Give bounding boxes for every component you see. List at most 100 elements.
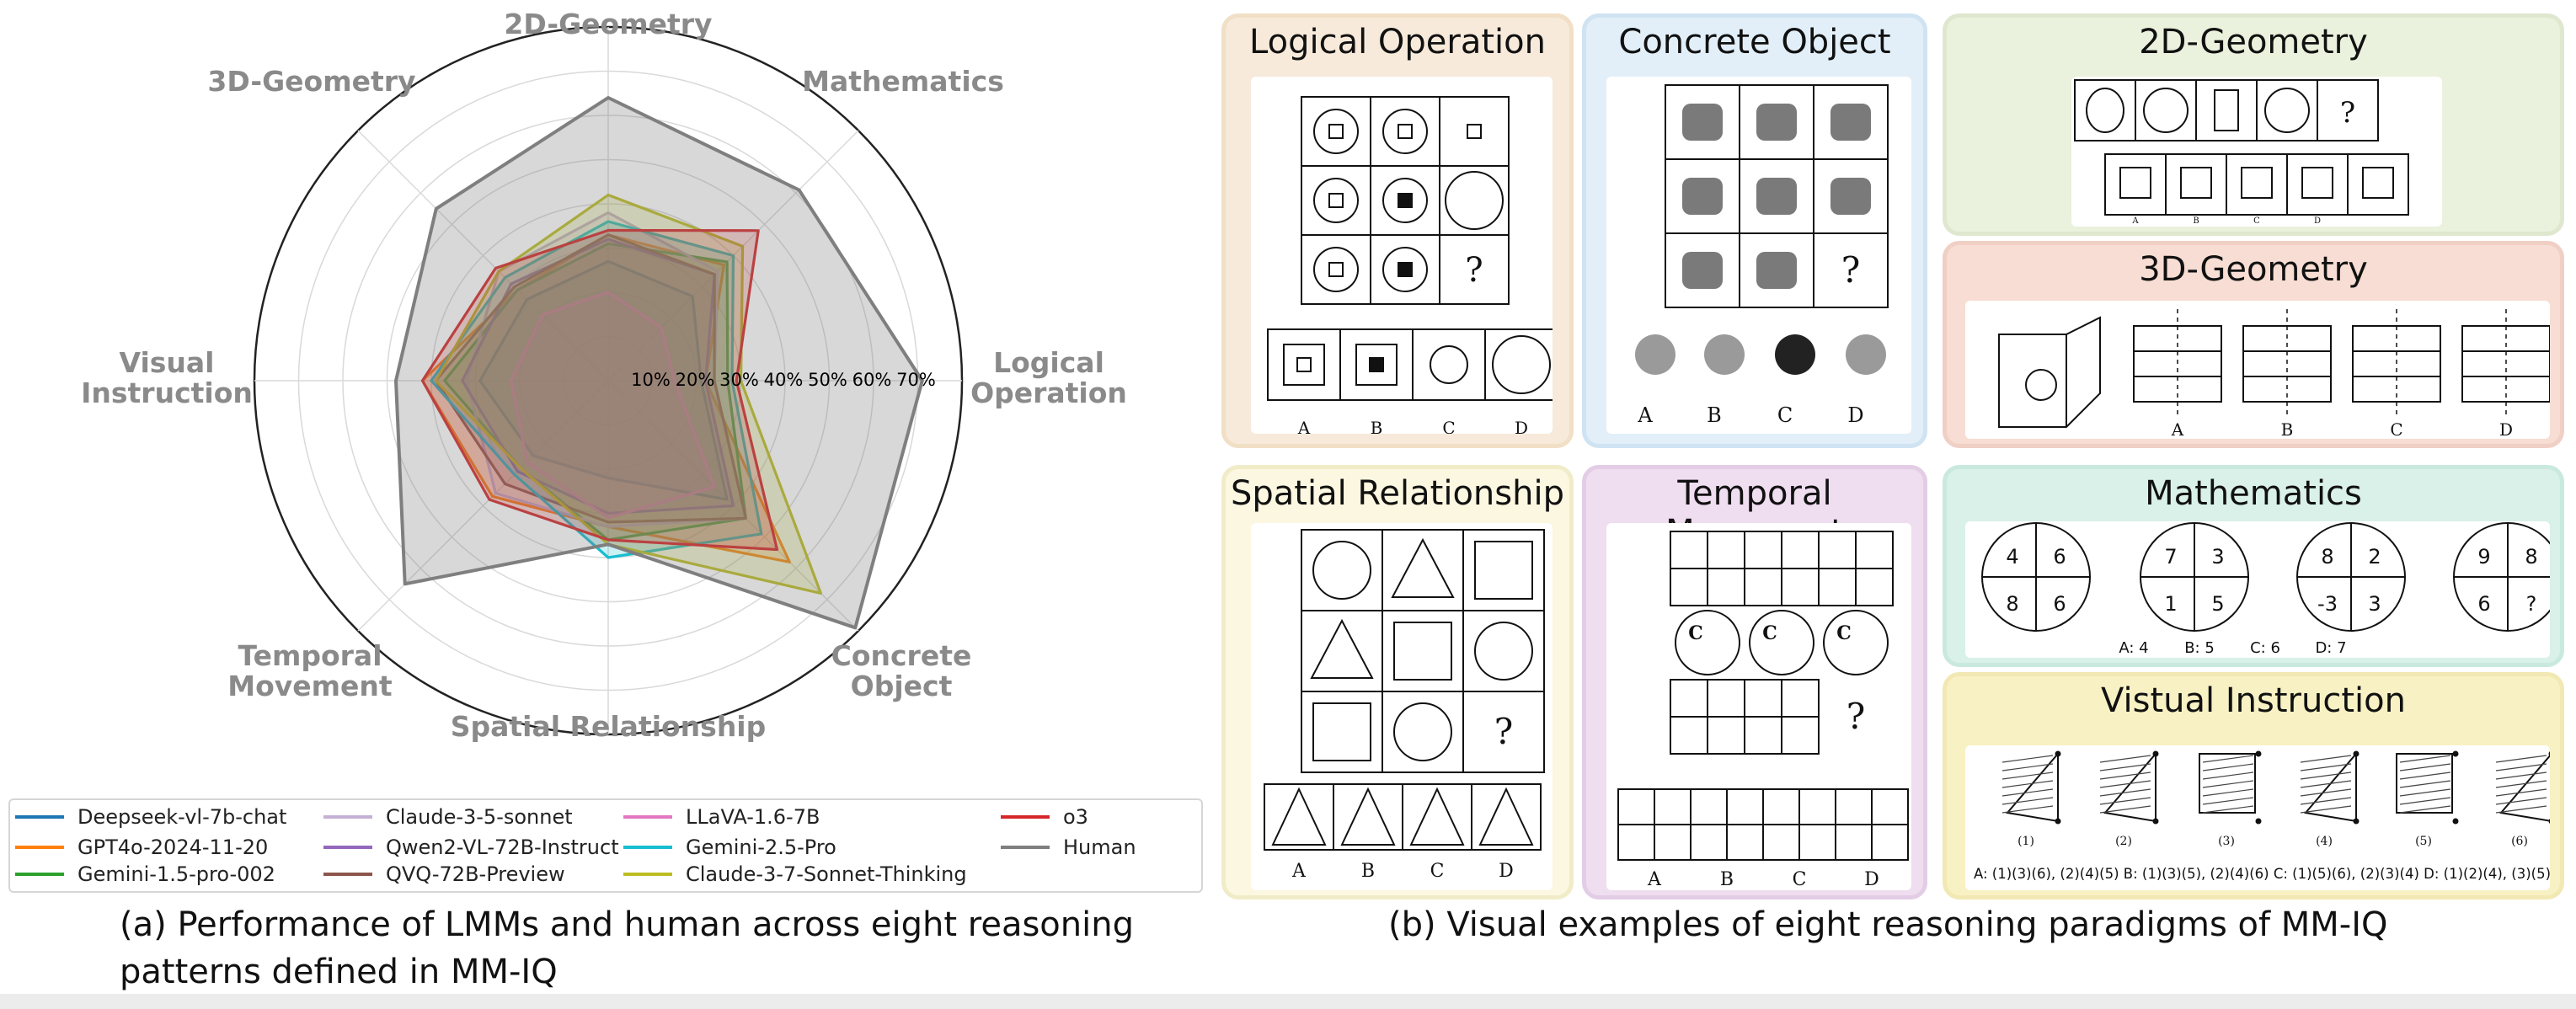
option-letter: B [1720, 869, 1734, 890]
radar-axis-label: Spatial Relationship [451, 710, 767, 743]
grid-cell [1370, 96, 1440, 167]
question-mark: ? [1494, 711, 1514, 752]
legend-label: Claude-3-7-Sonnet-Thinking [686, 862, 967, 886]
temporal-letter: C [1762, 622, 1777, 644]
legend-item: Claude-3-5-sonnet [323, 805, 573, 829]
radar-series-o3 [420, 228, 779, 552]
figure-label: (6) [2511, 835, 2528, 848]
anchor-dot [2255, 818, 2262, 825]
shape-square [1398, 124, 1413, 139]
option-cell [2347, 153, 2409, 216]
option-cell [2226, 153, 2288, 216]
circle-number: 2 [2368, 545, 2381, 569]
legend-label: Claude-3-5-sonnet [386, 805, 573, 829]
option-letter: D [2499, 419, 2513, 439]
object-image [1775, 334, 1815, 375]
legend-swatch [15, 815, 64, 819]
example-figure: (1)(2)(3)(4)(5)(6)A: (1)(3)(6), (2)(4)(5… [1974, 750, 2550, 882]
radar-spoke [357, 130, 609, 382]
grid-cell [1439, 96, 1510, 167]
option-letter: D [1847, 403, 1863, 427]
radar-tick-label: 30% [719, 370, 759, 390]
object-image [1756, 178, 1797, 215]
radar-tick-label: 60% [852, 370, 892, 390]
object-image [1635, 334, 1675, 375]
legend-swatch [323, 846, 372, 849]
option-cell [1484, 328, 1553, 401]
anchor-dot [2548, 819, 2550, 824]
radar-axis-label: 2D-Geometry [504, 8, 712, 40]
circle-number: 4 [2006, 545, 2018, 569]
legend-item: Gemini-2.5-Pro [623, 835, 836, 859]
anchor-dot [2452, 750, 2459, 757]
radar-series-llava-1-6-7b [509, 291, 716, 520]
shape-square [1398, 262, 1413, 277]
option-letter: C [1777, 403, 1793, 427]
radar-series-deepseek-vl-7b-chat [478, 259, 729, 501]
circle-number: 6 [2053, 592, 2066, 616]
legend-swatch [1001, 815, 1050, 819]
panel-title: 3D-Geometry [2139, 250, 2368, 289]
option-letter: A [1647, 869, 1662, 890]
caption-a: (a) Performance of LMMs and human across… [120, 901, 1232, 996]
question-mark: ? [2340, 96, 2355, 130]
option-text: D: 7 [2315, 639, 2346, 657]
legend-item: Qwen2-VL-72B-Instruct [323, 835, 619, 859]
legend-label: Gemini-1.5-pro-002 [77, 862, 275, 886]
legend-item: QVQ-72B-Preview [323, 862, 565, 886]
legend-label: Deepseek-vl-7b-chat [77, 805, 287, 829]
radar-chart: 10%20%30%40%50%60%70% 2D-GeometryMathema… [81, 8, 1127, 743]
object-image [1846, 334, 1886, 375]
option-text: C: 6 [2250, 639, 2280, 657]
legend-label: GPT4o-2024-11-20 [77, 835, 269, 859]
circle-number: 8 [2321, 545, 2333, 569]
radar-series-gemini-2-5-pro [430, 220, 763, 559]
object-image [1756, 104, 1797, 141]
panel-figure-area: (1)(2)(3)(4)(5)(6)A: (1)(3)(6), (2)(4)(5… [1965, 745, 2550, 890]
radar-tick-label: 20% [676, 370, 715, 390]
grid-cell [1462, 691, 1545, 773]
option-text: A: (1)(3)(6), (2)(4)(5) B: (1)(3)(5), (2… [1974, 866, 2550, 882]
option-cell [2286, 153, 2349, 216]
object-image [1682, 104, 1723, 141]
grid-cell [1439, 234, 1510, 305]
option-letter: D [1499, 861, 1514, 882]
object-image [1682, 252, 1723, 289]
radar-tick-label: 40% [764, 370, 804, 390]
caption-a-line1: (a) Performance of LMMs and human across… [120, 905, 1134, 944]
option-letter: C [1430, 861, 1445, 882]
grid-cell [1301, 96, 1371, 167]
object-image [1830, 178, 1871, 215]
radar-series [394, 96, 924, 630]
temporal-letter: C [1688, 622, 1703, 644]
option-letter: A [2171, 419, 2184, 439]
option-cell [1412, 328, 1486, 401]
legend-label: QVQ-72B-Preview [386, 862, 565, 886]
panel-title: Concrete Object [1618, 23, 1891, 61]
legend-item: Claude-3-7-Sonnet-Thinking [623, 862, 967, 886]
option-letter: C [1442, 418, 1455, 434]
option-letter: B [1707, 403, 1722, 427]
option-letter: D [1864, 869, 1879, 890]
anchor-dot [2152, 750, 2159, 757]
legend-swatch [623, 873, 672, 876]
legend-swatch [15, 846, 64, 849]
grid-cell [1301, 610, 1383, 692]
panel-title: Mathematics [2145, 474, 2362, 513]
figure-label: (2) [2115, 835, 2132, 848]
anchor-dot [2255, 750, 2262, 757]
option-cell [1471, 783, 1542, 851]
anchor-dot [2353, 818, 2360, 825]
anchor-dot [2152, 818, 2159, 825]
